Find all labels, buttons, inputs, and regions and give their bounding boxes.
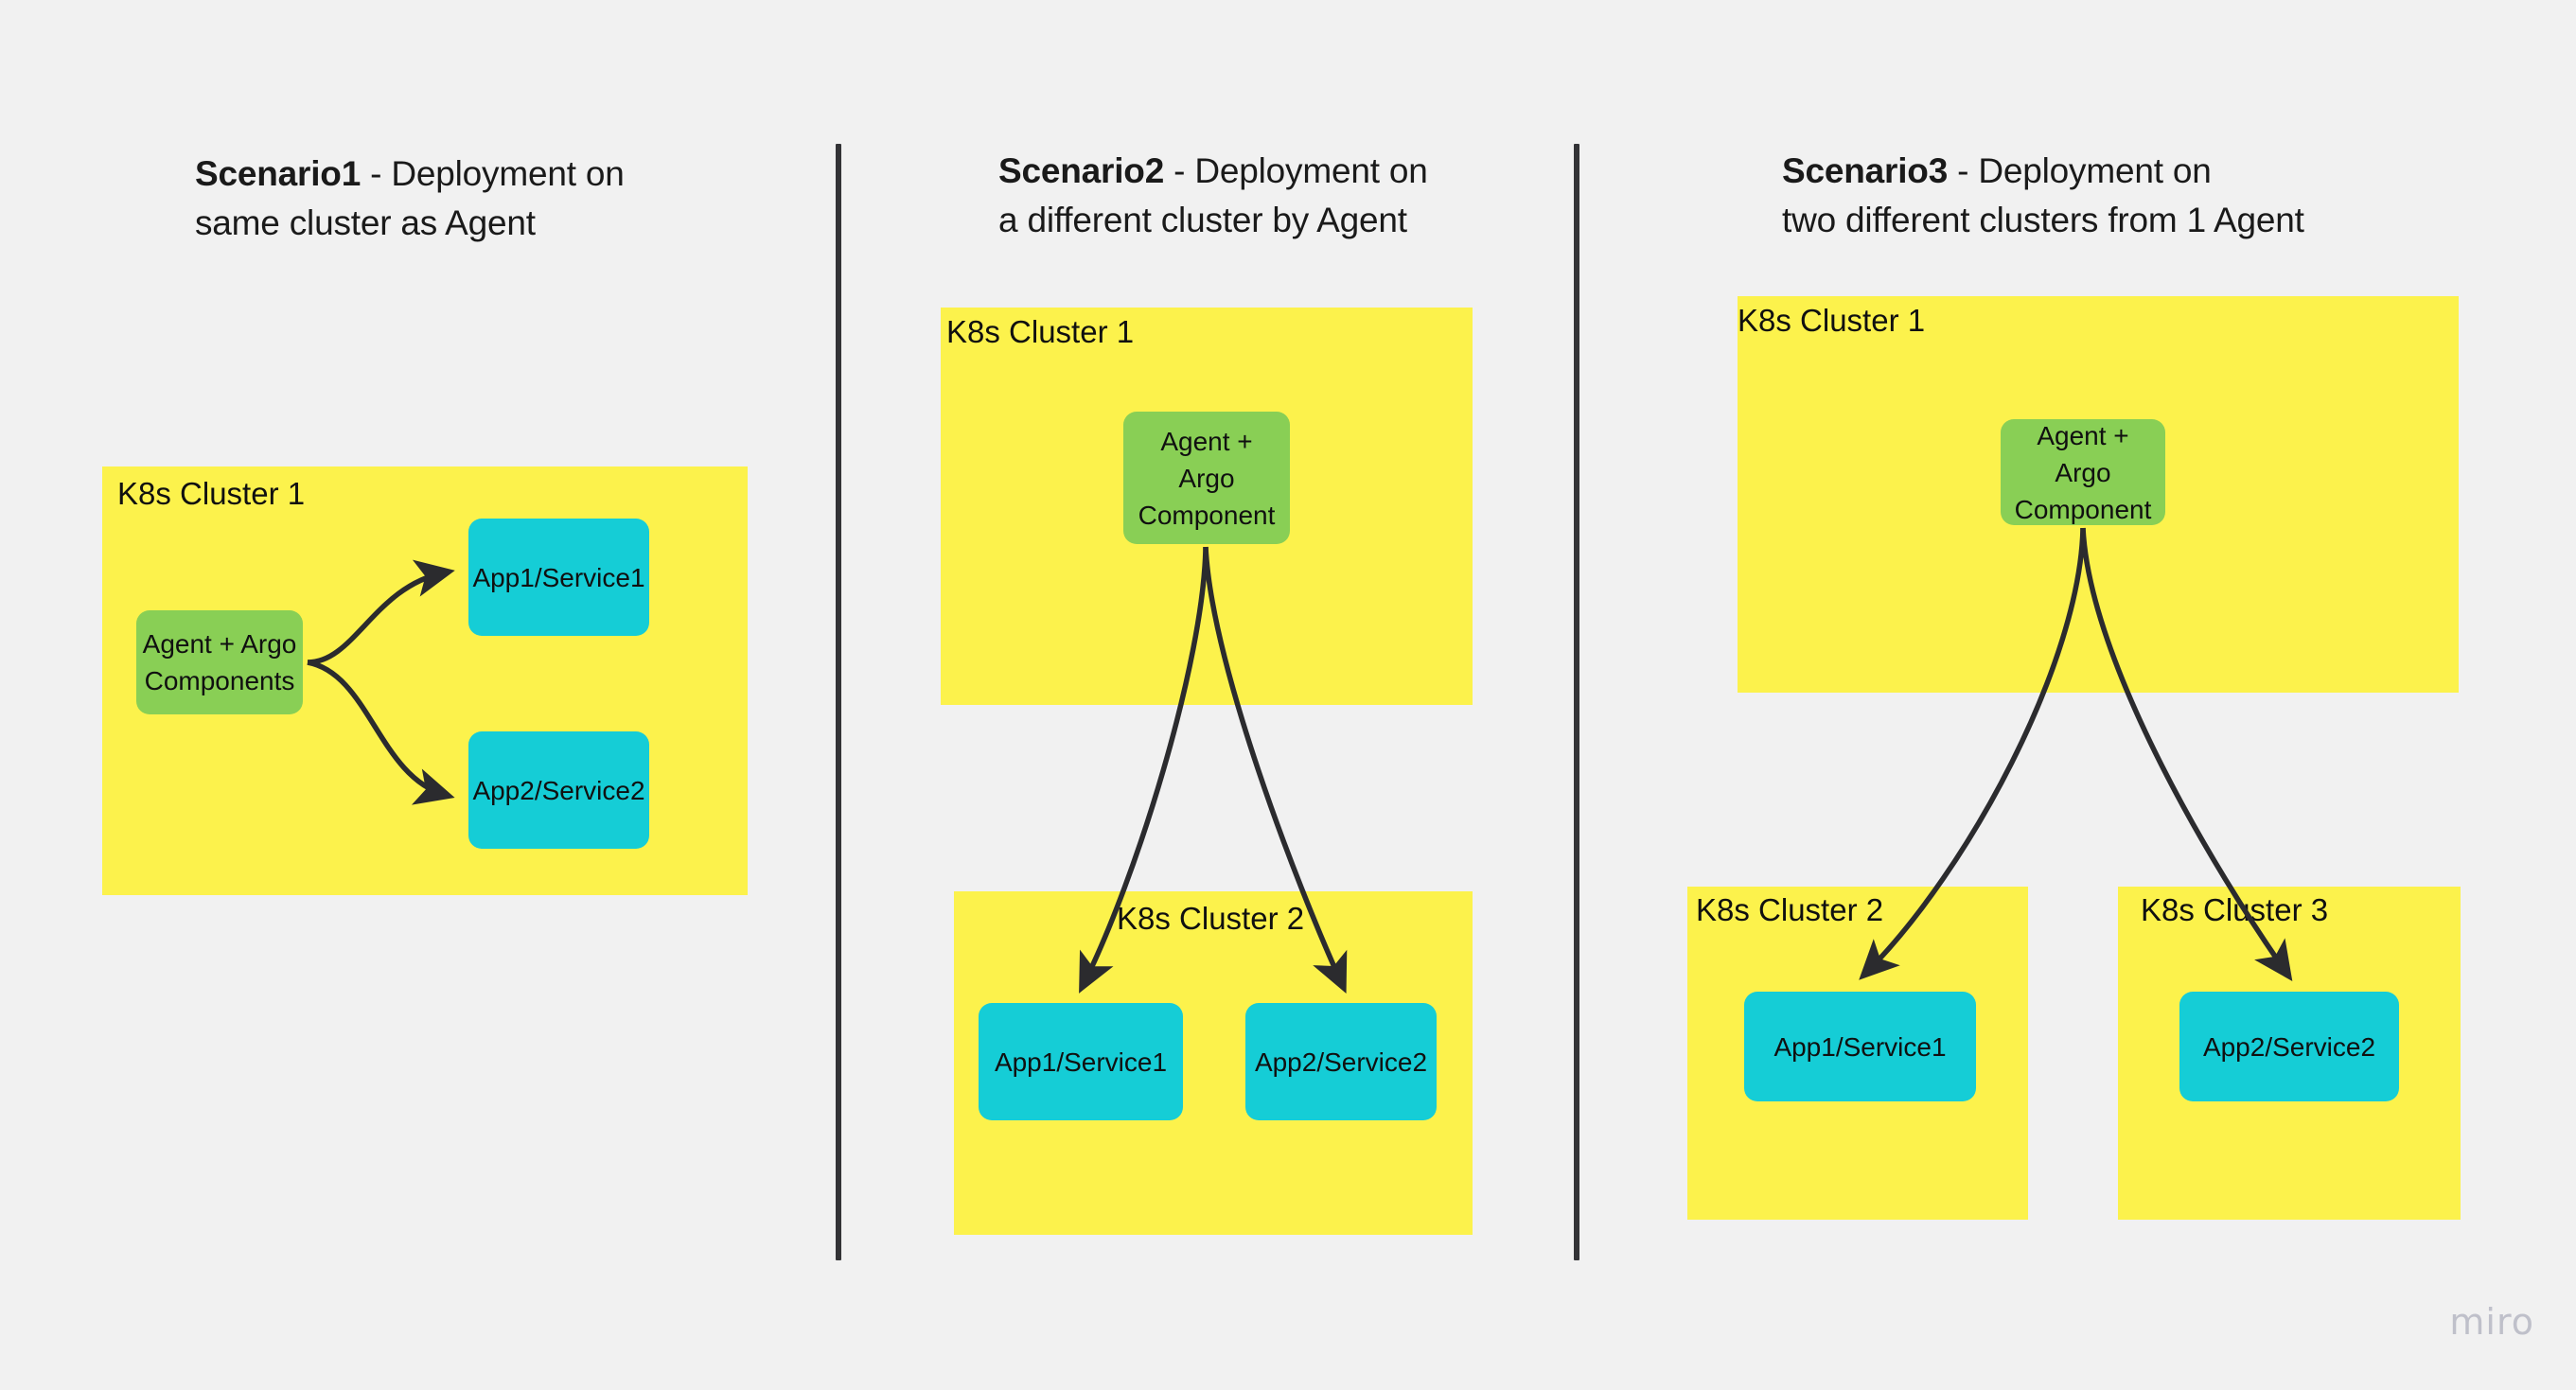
scenario-divider-1 [836, 144, 841, 1260]
scenario3-title: Scenario3 - Deployment on two different … [1782, 147, 2388, 245]
scenario1-agent-node[interactable]: Agent + Argo Components [136, 610, 303, 714]
scenario3-agent-node[interactable]: Agent + Argo Component [2001, 419, 2165, 525]
scenario3-app2-node[interactable]: App2/Service2 [2179, 992, 2399, 1101]
scenario3-cluster-2-label: K8s Cluster 2 [1696, 892, 1884, 927]
scenario2-agent-node[interactable]: Agent + Argo Component [1123, 412, 1290, 544]
scenario1-title-rest: - Deployment on same cluster as Agent [195, 154, 625, 242]
scenario1-title-bold: Scenario1 [195, 154, 362, 193]
scenario3-cluster-3-label: K8s Cluster 3 [2141, 892, 2329, 927]
miro-watermark: miro [2449, 1301, 2534, 1343]
scenario3-title-rest: - Deployment on two different clusters f… [1782, 151, 2304, 239]
scenario1-app2-node[interactable]: App2/Service2 [468, 731, 649, 849]
scenario2-title-rest: - Deployment on a different cluster by A… [998, 151, 1428, 239]
scenario-divider-2 [1574, 144, 1579, 1260]
scenario1-app1-node[interactable]: App1/Service1 [468, 519, 649, 636]
scenario2-app2-node[interactable]: App2/Service2 [1245, 1003, 1437, 1120]
scenario2-title: Scenario2 - Deployment on a different cl… [998, 147, 1509, 245]
scenario2-cluster-1-label: K8s Cluster 1 [946, 314, 1135, 349]
scenario3-app1-node[interactable]: App1/Service1 [1744, 992, 1976, 1101]
scenario1-cluster-1-label: K8s Cluster 1 [117, 476, 306, 511]
scenario2-title-bold: Scenario2 [998, 151, 1165, 190]
scenario3-title-bold: Scenario3 [1782, 151, 1949, 190]
scenario2-app1-node[interactable]: App1/Service1 [979, 1003, 1183, 1120]
scenario1-title: Scenario1 - Deployment on same cluster a… [195, 150, 687, 248]
scenario3-cluster-1-label: K8s Cluster 1 [1738, 303, 1926, 338]
scenario2-cluster-2-label: K8s Cluster 2 [1117, 901, 1305, 936]
